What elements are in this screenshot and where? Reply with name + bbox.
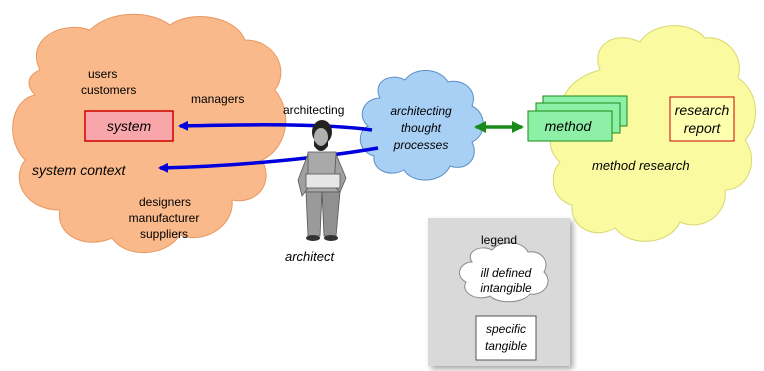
designers-label: designers bbox=[138, 195, 192, 209]
users-label: users bbox=[88, 67, 118, 81]
managers-label: managers bbox=[191, 92, 245, 106]
manufacturer-label: manufacturer bbox=[128, 211, 200, 225]
method-research-label: method research bbox=[592, 158, 690, 173]
legend-box-line1: specific bbox=[485, 322, 527, 336]
legend-cloud-line2: intangible bbox=[480, 281, 532, 295]
research-report-line1: research bbox=[674, 102, 730, 118]
method-stack bbox=[527, 95, 628, 142]
thought-line3: processes bbox=[393, 138, 449, 152]
legend-title: legend bbox=[480, 233, 518, 247]
legend-cloud bbox=[458, 242, 549, 303]
research-report-line2: report bbox=[683, 120, 721, 136]
architecting-arrow-label: architecting bbox=[283, 103, 345, 117]
arrow-to-system-context bbox=[158, 146, 379, 173]
method-label: method bbox=[544, 118, 592, 134]
customers-label: customers bbox=[81, 83, 137, 97]
system-box bbox=[84, 110, 174, 142]
research-report-box bbox=[669, 96, 735, 142]
legend-cloud-line1: ill defined bbox=[480, 266, 532, 280]
suppliers-label: suppliers bbox=[139, 227, 189, 241]
legend-box bbox=[475, 315, 537, 361]
architect-label: architect bbox=[285, 249, 335, 264]
method-research-cloud bbox=[550, 25, 756, 242]
thought-line2: thought bbox=[400, 121, 442, 135]
system-label: system bbox=[106, 118, 152, 134]
architecting-thought-cloud bbox=[359, 70, 484, 181]
thought-line1: architecting bbox=[390, 104, 452, 118]
arrow-to-system bbox=[178, 120, 373, 132]
legend-box-line2: tangible bbox=[484, 339, 528, 353]
architect-figure bbox=[297, 120, 347, 241]
system-context-label: system context bbox=[32, 162, 126, 178]
